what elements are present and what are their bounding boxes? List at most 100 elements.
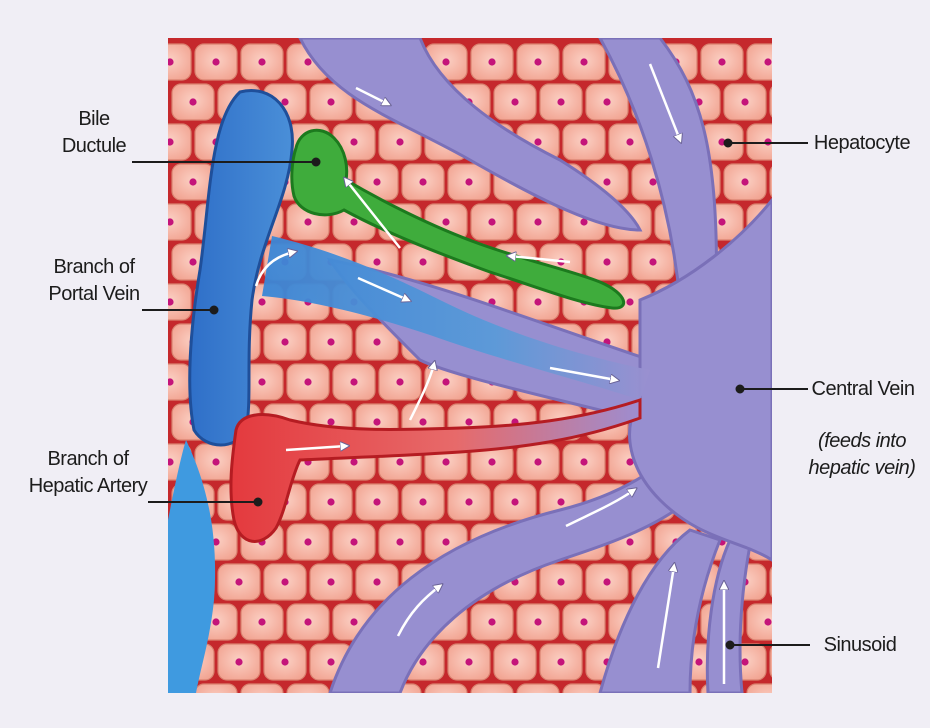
bile-ductule-label-line-2: Ductule [58, 133, 130, 160]
hepatocyte [770, 644, 812, 680]
nucleus [534, 618, 541, 625]
nucleus [626, 698, 633, 705]
nucleus [626, 138, 633, 145]
nucleus [626, 298, 633, 305]
hepatocyte [264, 644, 306, 680]
nucleus [327, 338, 334, 345]
nucleus [373, 178, 380, 185]
hepatocyte [172, 84, 214, 120]
nucleus [718, 218, 725, 225]
nucleus [281, 578, 288, 585]
hepatocyte [540, 84, 582, 120]
hepatocyte [333, 524, 375, 560]
nucleus [350, 458, 357, 465]
hepatocyte [287, 524, 329, 560]
nucleus [442, 538, 449, 545]
nucleus [350, 378, 357, 385]
hepatocyte [747, 684, 789, 720]
nucleus [580, 138, 587, 145]
hepatocyte [563, 44, 605, 80]
nucleus [465, 658, 472, 665]
nucleus [304, 538, 311, 545]
hepatocyte-label-text: Hepatocyte [810, 130, 914, 157]
nucleus [212, 618, 219, 625]
hepatocyte [770, 244, 812, 280]
nucleus [442, 378, 449, 385]
nucleus [534, 298, 541, 305]
hepatocyte [264, 564, 306, 600]
hepatocyte [770, 164, 812, 200]
bile-ductule-label: Bile Ductule [58, 106, 130, 160]
hepatocyte [149, 124, 191, 160]
hepatocyte [747, 604, 789, 640]
hepatocyte [563, 684, 605, 720]
hepatocyte [586, 564, 628, 600]
hepatocyte [540, 644, 582, 680]
nucleus [350, 138, 357, 145]
nucleus [419, 418, 426, 425]
hepatocyte [310, 484, 352, 520]
nucleus [557, 98, 564, 105]
nucleus [166, 378, 173, 385]
nucleus [718, 58, 725, 65]
nucleus [304, 698, 311, 705]
hepatocyte [471, 604, 513, 640]
nucleus [442, 698, 449, 705]
hepatocyte [402, 484, 444, 520]
nucleus [534, 58, 541, 65]
nucleus [488, 58, 495, 65]
central-vein-label: Central Vein [808, 376, 918, 403]
nucleus [580, 698, 587, 705]
nucleus [258, 378, 265, 385]
nucleus [373, 258, 380, 265]
hepatocyte [448, 484, 490, 520]
hepatocyte [448, 644, 490, 680]
hepatocyte [471, 204, 513, 240]
nucleus [764, 58, 771, 65]
hepatocyte [402, 164, 444, 200]
nucleus [695, 658, 702, 665]
hepatocyte [770, 564, 812, 600]
nucleus [488, 698, 495, 705]
nucleus [350, 218, 357, 225]
nucleus [327, 418, 334, 425]
nucleus [787, 98, 794, 105]
nucleus [557, 658, 564, 665]
central-vein-note-line-1: (feeds into [806, 428, 918, 455]
hepatocyte [218, 644, 260, 680]
portal-vein-label-line-2: Portal Vein [44, 281, 144, 308]
hepatocyte [471, 44, 513, 80]
nucleus [258, 58, 265, 65]
nucleus [235, 658, 242, 665]
hepatocyte [149, 284, 191, 320]
nucleus [189, 178, 196, 185]
hepatocyte [770, 324, 812, 360]
portal-vein-label: Branch of Portal Vein [44, 254, 144, 308]
hepatocyte [540, 564, 582, 600]
nucleus [787, 258, 794, 265]
bile-ductule-label-line-1: Bile [58, 106, 130, 133]
hepatocyte [517, 204, 559, 240]
hepatocyte [494, 484, 536, 520]
nucleus [304, 618, 311, 625]
hepatocyte [425, 684, 467, 720]
nucleus [488, 218, 495, 225]
hepatocyte [310, 564, 352, 600]
hepatocyte [241, 604, 283, 640]
nucleus [534, 698, 541, 705]
nucleus [327, 658, 334, 665]
hepatocyte [149, 364, 191, 400]
nucleus [166, 218, 173, 225]
nucleus [304, 218, 311, 225]
nucleus [764, 698, 771, 705]
hepatocyte [724, 84, 766, 120]
hepatocyte [747, 44, 789, 80]
nucleus [649, 258, 656, 265]
hepatocyte [517, 44, 559, 80]
nucleus [419, 498, 426, 505]
portal-vein-label-line-1: Branch of [44, 254, 144, 281]
hepatocyte [563, 604, 605, 640]
nucleus [718, 698, 725, 705]
nucleus [741, 658, 748, 665]
